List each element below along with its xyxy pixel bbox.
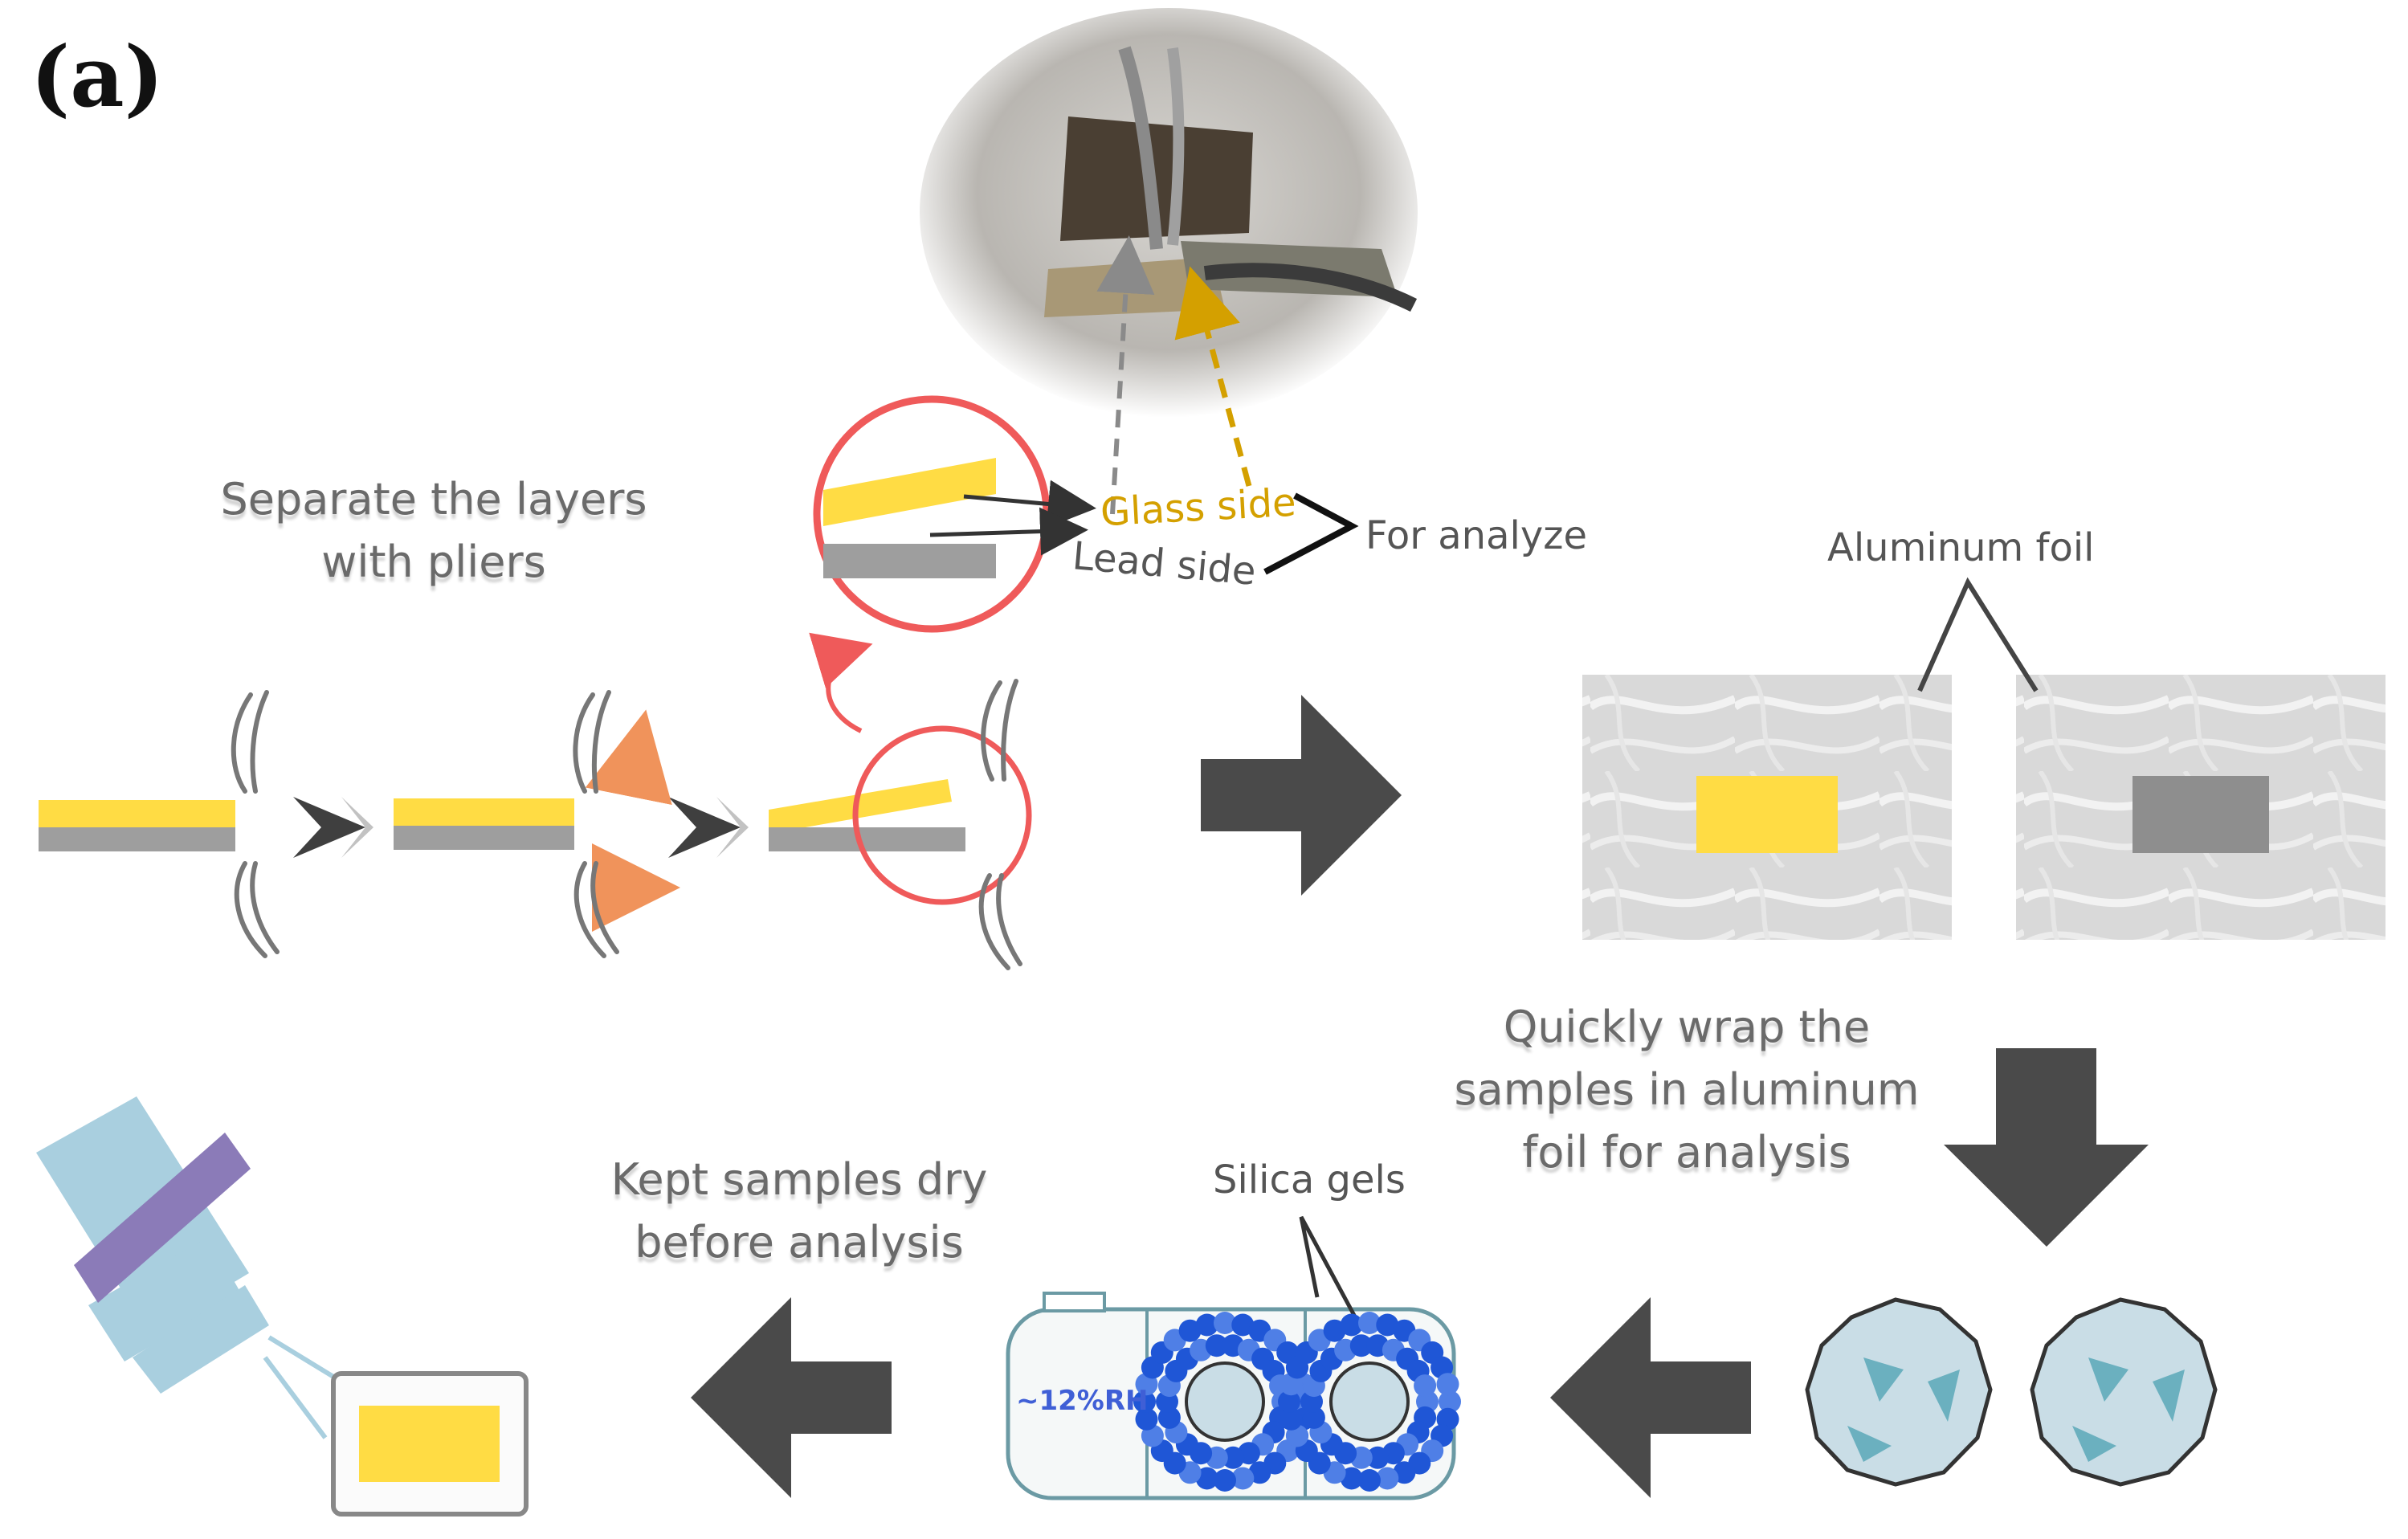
silica-bead — [1393, 1461, 1416, 1484]
aluminum-foil-label: Aluminum foil — [1827, 525, 2095, 570]
for-analyze-label: For analyze — [1365, 513, 1587, 558]
silica-bead — [1231, 1467, 1255, 1490]
kept-dry-label: Kept samples dry before analysis — [590, 1149, 1008, 1274]
quick-wrap-line-3: foil for analysis — [1522, 1127, 1851, 1178]
process-arrows — [691, 695, 2149, 1498]
silica-bead — [1340, 1467, 1363, 1490]
quick-wrap-line-1: Quickly wrap the — [1503, 1002, 1871, 1052]
silica-bead — [1439, 1390, 1461, 1413]
humidity-label: ~12%RH — [1016, 1385, 1149, 1417]
silica-bead — [1214, 1312, 1236, 1334]
separate-layers-line-1: Separate the layers — [220, 474, 647, 525]
silica-bead — [1214, 1469, 1236, 1492]
wrapped-samples — [1185, 1361, 1410, 1442]
silica-bead — [1178, 1319, 1202, 1342]
foil-ball-icon — [1805, 1297, 2218, 1487]
silica-gels-label: Silica gels — [1213, 1157, 1406, 1202]
silica-bead — [1358, 1469, 1381, 1492]
silica-bead — [1222, 1446, 1245, 1469]
panel-label: (a) — [31, 27, 164, 126]
silica-bead — [1195, 1467, 1218, 1490]
silica-bead — [1349, 1334, 1373, 1357]
silica-bead — [1278, 1390, 1300, 1413]
analysis-instrument — [36, 1096, 529, 1517]
silica-bead — [1366, 1446, 1390, 1469]
chevron-arrow — [293, 797, 749, 858]
pliers-icon — [231, 679, 1022, 970]
silica-bead — [1205, 1334, 1228, 1357]
separate-layers-label: Separate the layers with pliers — [197, 468, 671, 594]
silica-bead — [1195, 1313, 1218, 1337]
quick-wrap-label: Quickly wrap the samples in aluminum foi… — [1438, 996, 1936, 1184]
zoom-circle — [813, 395, 1359, 633]
silica-bead — [1376, 1313, 1399, 1337]
quick-wrap-line-2: samples in aluminum — [1454, 1064, 1920, 1115]
silica-bead — [1231, 1313, 1255, 1337]
silica-bead — [1323, 1319, 1346, 1342]
sample-photo — [920, 8, 1418, 515]
separate-layers-line-2: with pliers — [321, 537, 546, 587]
silica-bead — [1436, 1373, 1459, 1396]
silica-gel-beads — [1133, 1312, 1461, 1492]
silica-bead — [1414, 1374, 1437, 1398]
silica-bead — [1135, 1407, 1158, 1431]
kept-dry-line-1: Kept samples dry — [610, 1154, 988, 1205]
aluminum-foil-panels — [1582, 577, 2386, 940]
silica-bead — [1248, 1461, 1271, 1484]
kept-dry-line-2: before analysis — [635, 1217, 964, 1268]
separation-sequence — [39, 632, 1032, 932]
silica-bead — [1133, 1390, 1156, 1413]
silica-bead — [1358, 1312, 1381, 1334]
silica-bead — [1280, 1407, 1303, 1431]
silica-bead — [1340, 1313, 1363, 1337]
silica-bead — [1376, 1467, 1399, 1490]
